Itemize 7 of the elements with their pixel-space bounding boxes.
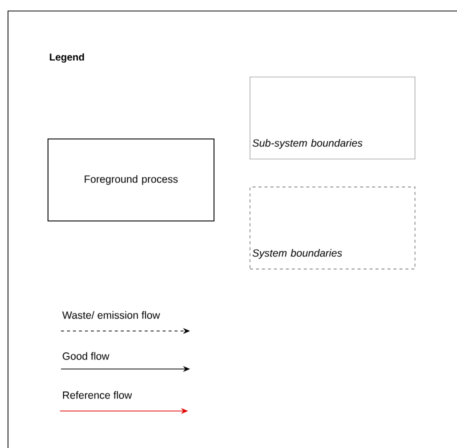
boundary-box: Sub-system boundaries: [250, 76, 416, 160]
legend-label: Reference flow: [63, 391, 132, 399]
boundary-box: System boundaries: [250, 186, 416, 270]
legend-label: Waste/ emission flow: [62, 311, 160, 319]
legend-label: Good flow: [62, 352, 110, 360]
process-box: Foreground process: [48, 138, 214, 222]
legend-title: Legend: [50, 53, 84, 63]
